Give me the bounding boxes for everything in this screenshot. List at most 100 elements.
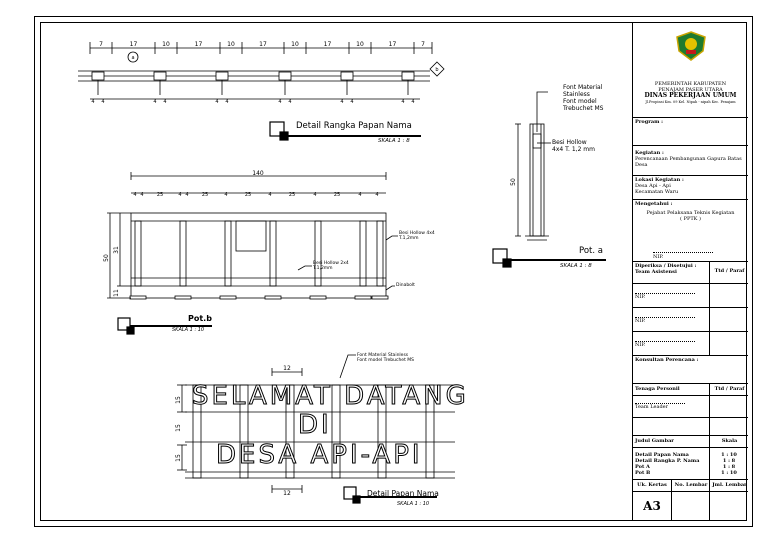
pot-b-height: 50 [103,254,110,262]
pot-b-dim-top: 25 [157,192,163,198]
pot-b-dim-top: 4 [358,192,361,198]
pot-a-height: 50 [510,178,517,186]
tb-org1: PEMERINTAH KABUPATEN [654,81,727,87]
papan-post [377,384,387,479]
papan-note-font: Font Material Stainless Font model Trebu… [357,353,415,363]
rangka-dim-top: 10 [162,41,170,48]
sheet-outer-border [34,16,753,527]
pot-b-note-besi44: Besi Hollow 4x4 T.1,2mm [399,231,435,241]
marker-b: b [429,61,445,77]
rangka-dim-bottom: 4 [340,99,343,105]
rangka-plate [91,71,105,81]
pot-b-drawing [107,172,398,300]
rangka-dim-top: 17 [195,41,203,48]
rangka-dim-top: 17 [389,41,397,48]
papan-line-2: DI [298,410,332,441]
pot-b-dim-top: 4 [224,192,227,198]
rangka-dim-bottom: 4 [411,99,414,105]
rangka-drawing [78,42,433,100]
rangka-plate [401,71,415,81]
rangka-title-symbol [269,121,421,141]
pot-b-post [359,220,367,287]
pot-b-dim-top: 25 [245,192,251,198]
tb-asisten-3: NIP. [633,332,748,356]
pot-b-h11: 11 [113,289,120,297]
rangka-dim-top: 17 [259,41,267,48]
pot-a-scale: SKALA 1 : 8 [560,263,592,269]
tb-diperiksa: Diperiksa / Disetujui : Team Asistensi T… [633,262,748,284]
pot-b-base [354,295,372,300]
tb-kertas-header: Uk. Kertas No. Lembar Jml. Lembar [633,480,748,492]
tb-asisten-2: NIP. [633,308,748,332]
tb-header: PEMERINTAH KABUPATEN PENAJAM PASER UTARA… [633,22,748,118]
pot-b-base [174,295,192,300]
rangka-plate [340,71,354,81]
pot-b-post [134,220,142,287]
tb-mengetahui: Mengetahui : Pejabat Pelaksana Teknis Ke… [633,200,748,262]
tb-team-leader: Team Leader [633,396,748,418]
papan-dim-15b: 15 [175,424,182,432]
tb-tenaga-header: Tenaga Personil Ttd / Paraf [633,384,748,396]
rangka-dim-bottom: 4 [350,99,353,105]
pot-b-note-besi24: Besi Hollow 2x4 T.1,2mm [313,261,349,271]
papan-dim-12-bottom: 12 [283,490,291,497]
rangka-dim-bottom: 4 [225,99,228,105]
pot-b-dim-top: 25 [202,192,208,198]
pot-b-note-dinabolt: Dinabolt [396,283,415,288]
rangka-dim-bottom: 4 [163,99,166,105]
pot-b-dim-top: 4 [375,192,378,198]
rangka-scale: SKALA 1 : 8 [378,138,410,144]
pot-b-title-symbol [117,317,212,335]
pot-a-title-symbol [492,248,606,268]
rangka-dim-top: 17 [324,41,332,48]
pot-b-post [224,220,232,287]
papan-line-3: DESA API-API [216,440,423,471]
pot-a-drawing [515,91,551,241]
papan-post [331,384,341,479]
rangka-dim-top: 10 [227,41,235,48]
pot-b-base [371,295,389,300]
tb-org2: PENAJAM PASER UTARA [658,87,723,93]
rangka-dim-bottom: 4 [215,99,218,105]
papan-drawing [177,354,455,493]
rangka-dim-top: 10 [356,41,364,48]
pot-b-dim-top: 25 [334,192,340,198]
tb-blank [633,418,748,436]
rangka-plate [153,71,167,81]
rangka-dim-bottom: 4 [288,99,291,105]
pot-b-post [314,220,322,287]
marker-b-label: b [435,67,438,73]
tb-judul-list: Detail Papan Nama Detail Rangka P. Nama … [633,448,748,480]
tb-konsultan: Konsultan Perencana : [633,356,748,384]
pot-b-base [129,295,147,300]
papan-dim-15a: 15 [175,396,182,404]
pot-a-note-besi: Besi Hollow 4x4 T. 1,2 mm [552,139,595,153]
pot-b-base [309,295,327,300]
pot-b-dim-top: 4 [313,192,316,198]
pot-b-dim-top: 4 [133,192,136,198]
papan-title: Detail Papan Nama [367,489,439,498]
tb-addr: Jl.Propinsi Km. 09 Kel. Nipah - nipah Ke… [645,100,736,104]
pot-b-h31: 31 [113,246,120,254]
papan-post [192,384,202,479]
sheet-inner-border [40,22,747,521]
rangka-dim-bottom: 4 [91,99,94,105]
pot-b-dim-top: 4 [178,192,181,198]
rangka-dim-top: 7 [421,41,425,48]
pot-b-post [376,220,384,287]
papan-title-symbol [343,486,437,504]
pot-b-dim-top: 4 [268,192,271,198]
rangka-dim-bottom: 4 [101,99,104,105]
regency-emblem-icon [675,31,706,61]
papan-line-1: SELAMAT DATANG [192,381,469,412]
rangka-plate [215,71,229,81]
marker-a: a [127,51,139,63]
pot-b-width: 140 [252,170,264,177]
tb-program: Program : [633,118,748,146]
rangka-dim-bottom: 4 [278,99,281,105]
rangka-dim-top: 7 [99,41,103,48]
